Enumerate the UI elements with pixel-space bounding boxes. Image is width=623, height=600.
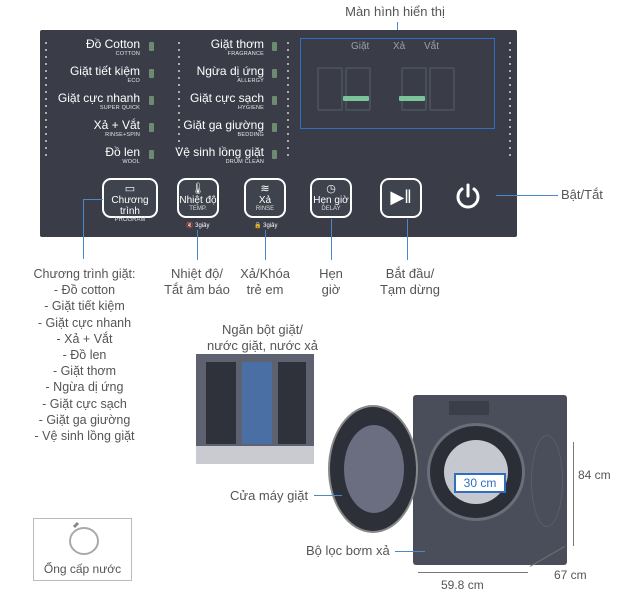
program-pointer-line xyxy=(83,199,84,259)
hose-label: Ống cấp nước xyxy=(43,562,122,576)
led-indicator xyxy=(149,150,154,159)
temp-pointer-line xyxy=(197,230,198,260)
thermometer-icon: 🌡 xyxy=(191,183,205,195)
program-rinse-spin[interactable]: Xả + Vắt RINSE+SPIN xyxy=(93,118,140,139)
display-dash xyxy=(399,96,425,101)
program-button[interactable]: ▭ Chương trình PROGRAM xyxy=(102,178,158,223)
drum-diameter-label: 30 cm xyxy=(454,473,506,493)
program-list: Chương trình giặt: - Đồ cotton - Giặt ti… xyxy=(33,267,136,444)
led-indicator xyxy=(272,69,277,78)
washer-side-ring xyxy=(531,435,563,527)
door-glass xyxy=(344,425,404,513)
open-door xyxy=(328,405,418,533)
display-dash xyxy=(343,96,369,101)
led-indicator xyxy=(272,42,277,51)
segment-digit xyxy=(429,67,455,111)
water-hose-box: Ống cấp nước xyxy=(33,518,132,581)
start-pause-button[interactable]: ▶‖ xyxy=(380,178,422,218)
clock-icon: ◷ xyxy=(326,183,336,195)
display-word-wash: Giặt xyxy=(351,41,370,52)
display-label: Màn hình hiển thị xyxy=(345,4,445,19)
led-indicator xyxy=(272,123,277,132)
power-label: Bật/Tắt xyxy=(561,187,603,202)
power-icon xyxy=(456,183,480,209)
led-indicator xyxy=(149,69,154,78)
play-pause-icon: ▶‖ xyxy=(390,187,412,207)
door-label: Cửa máy giặt xyxy=(230,488,309,503)
segment-digit xyxy=(317,67,343,111)
washer-door-ring xyxy=(427,423,525,521)
segment-digit xyxy=(345,67,371,111)
program-cotton-label: Đồ Cotton xyxy=(85,37,140,51)
hold-hint-rinse: 🔒 3giây xyxy=(254,223,278,229)
temperature-button[interactable]: 🌡 Nhiệt độ TEMP. xyxy=(177,178,219,218)
start-pointer-line xyxy=(407,219,408,260)
drawer-label: Ngăn bột giặt/ nước giặt, nước xả xyxy=(206,322,319,353)
start-callout: Bắt đầu/ Tạm dừng xyxy=(379,266,440,297)
led-indicator xyxy=(149,96,154,105)
program-pointer-line xyxy=(83,199,103,200)
program-hygiene[interactable]: Giặt cực sạch HYGIENE xyxy=(189,91,264,112)
led-indicator xyxy=(272,150,277,159)
delay-button[interactable]: ◷ Hẹn giờ DELAY xyxy=(310,178,352,218)
depth-dimension: 67 cm xyxy=(554,568,587,582)
rinse-callout: Xả/Khóa trẻ em xyxy=(240,266,290,297)
power-button[interactable] xyxy=(453,181,483,211)
power-pointer-line xyxy=(496,195,558,196)
temp-callout: Nhiệt độ/ Tắt âm báo xyxy=(164,266,230,297)
program-cotton[interactable]: Đồ Cotton COTTON xyxy=(85,37,140,58)
filter-pointer-line xyxy=(395,551,425,552)
program-super-quick[interactable]: Giặt cực nhanh SUPER QUICK xyxy=(57,91,140,112)
document-icon: ▭ xyxy=(124,183,136,195)
led-indicator xyxy=(149,42,154,51)
washer-drum xyxy=(444,440,508,504)
display-word-rinse: Xả xyxy=(393,41,406,52)
rinse-pointer-line xyxy=(265,230,266,260)
height-dimension-line xyxy=(573,442,574,546)
rinse-icon: ≋ xyxy=(260,183,270,195)
detergent-drawer-image xyxy=(196,354,314,464)
filter-label: Bộ lọc bơm xả xyxy=(306,543,390,558)
led-indicator xyxy=(149,123,154,132)
width-dimension-line xyxy=(418,572,528,573)
rinse-button[interactable]: ≋ Xả RINSE xyxy=(244,178,286,218)
door-pointer-line xyxy=(314,495,342,496)
display-word-spin: Vắt xyxy=(424,41,440,52)
program-fragrance[interactable]: Giặt thơm FRAGRANCE xyxy=(210,37,264,58)
hose-icon xyxy=(69,521,99,555)
program-allergy[interactable]: Ngừa dị ứng ALLERGY xyxy=(196,64,264,85)
width-dimension: 59.8 cm xyxy=(441,578,484,592)
dot-column-left xyxy=(45,42,48,161)
program-drum-clean[interactable]: Vệ sinh lồng giặt DRUM CLEAN xyxy=(175,145,264,166)
dot-column-mid xyxy=(178,42,181,161)
hold-hint-temp: 🔇 3giây xyxy=(186,223,210,229)
program-eco[interactable]: Giặt tiết kiệm ECO xyxy=(69,64,140,85)
washer-panel xyxy=(449,401,489,415)
delay-pointer-line xyxy=(331,219,332,260)
dot-column-right xyxy=(287,42,290,161)
program-bedding[interactable]: Giặt ga giường BEDDING xyxy=(183,118,264,139)
display-screen: Giặt Xả Vắt xyxy=(300,38,495,129)
led-indicator xyxy=(272,96,277,105)
dot-column-far-right xyxy=(509,42,512,161)
program-wool[interactable]: Đồ len WOOL xyxy=(105,145,140,166)
height-dimension: 84 cm xyxy=(578,468,611,482)
segment-digit xyxy=(401,67,427,111)
delay-callout: Hẹn giờ xyxy=(319,266,343,297)
